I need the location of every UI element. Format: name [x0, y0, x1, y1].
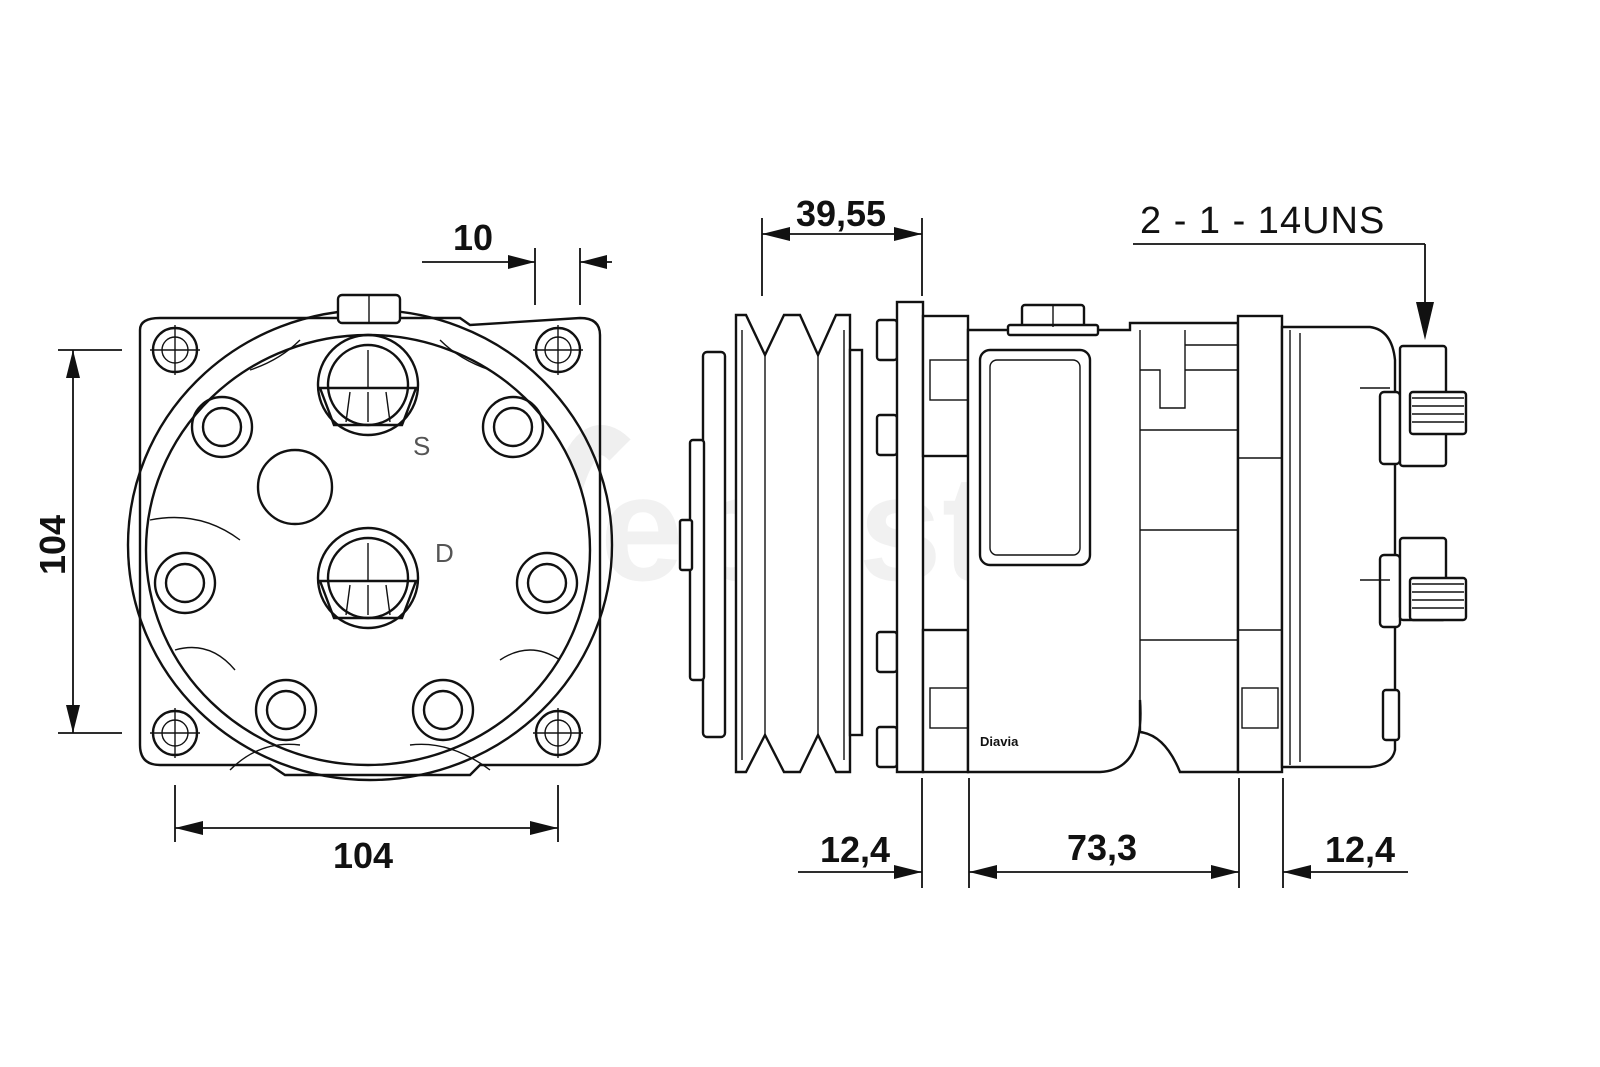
rear-head [1280, 325, 1397, 769]
port-label-s: S [413, 431, 430, 461]
suction-port-fitting [316, 333, 420, 437]
body-window [978, 348, 1092, 567]
center-boss [256, 448, 334, 526]
body-lines [1139, 330, 1238, 700]
thread-callout: 2 - 1 - 14UNS [1140, 200, 1385, 242]
brand-label: Diavia [980, 734, 1019, 749]
dim-pulley: 39,55 [796, 193, 886, 234]
pulley [734, 313, 864, 774]
corner-bolt-holes [150, 325, 583, 758]
upper-service-fitting [1360, 344, 1468, 468]
head-ribs [149, 339, 561, 771]
rear-flange [1236, 314, 1284, 774]
dim-right-flange: 12,4 [1325, 829, 1395, 870]
clutch-hub [701, 350, 727, 739]
lower-service-fitting [1360, 536, 1468, 629]
top-fill-bolt [1006, 303, 1100, 337]
side-view: Diavia [678, 300, 1468, 774]
front-flange [895, 300, 925, 774]
dim-offset: 10 [453, 217, 493, 258]
discharge-port-fitting [316, 526, 420, 630]
rear-plug [1381, 688, 1401, 742]
dim-width: 104 [333, 835, 393, 876]
compressor-body [966, 321, 1240, 774]
port-label-d: D [435, 538, 454, 568]
dim-body: 73,3 [1067, 827, 1137, 868]
front-view: S D [126, 293, 614, 782]
head-bolts [153, 395, 579, 742]
front-dimensions: 104 104 10 [32, 217, 612, 876]
front-mounting-plate [138, 316, 602, 777]
dim-height: 104 [32, 515, 73, 575]
dim-left-flange: 12,4 [820, 829, 890, 870]
side-dimensions: 39,55 2 - 1 - 14UNS 12,4 73,3 12,4 [761, 193, 1434, 888]
